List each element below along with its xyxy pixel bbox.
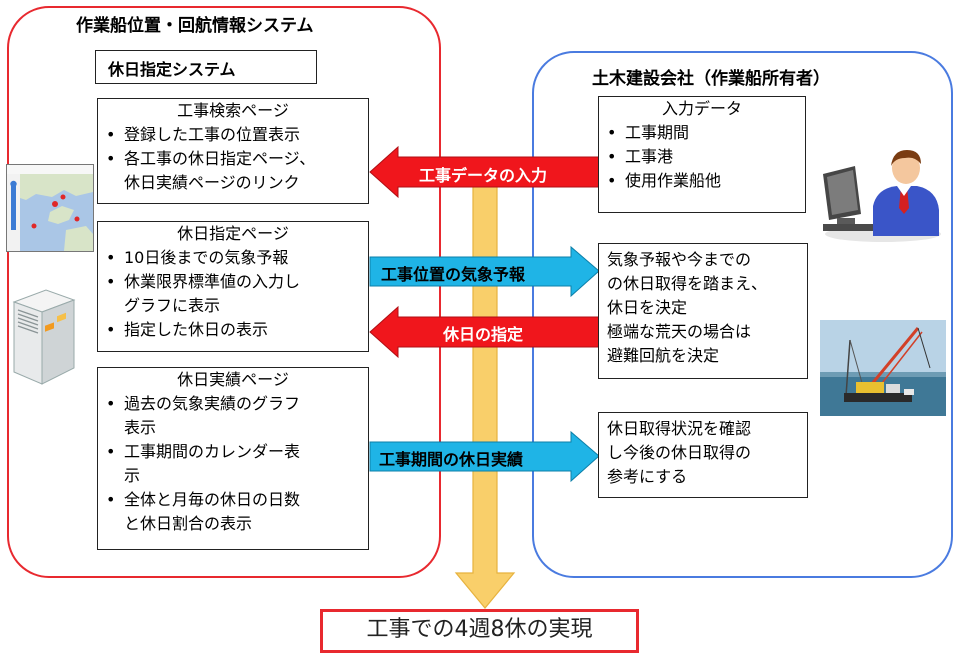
holiday-status-box: 休日取得状況を確認 し今後の休日取得の 参考にする — [598, 412, 808, 498]
result-box: 工事での4週8休の実現 — [320, 609, 639, 653]
list-item: 工事期間 — [599, 121, 805, 145]
holiday-designation-arrow-label: 休日の指定 — [443, 325, 524, 344]
list-item: 工事港 — [599, 145, 805, 169]
holiday-record-page-title: 休日実績ページ — [177, 370, 289, 389]
server-icon — [12, 289, 76, 385]
downward-yellow-arrow — [454, 175, 516, 609]
user-at-computer-icon — [823, 150, 941, 242]
weather-forecast-arrow-label: 工事位置の気象予報 — [381, 265, 526, 284]
holiday-designation-page-title: 休日指定ページ — [177, 224, 289, 243]
holiday-system-title: 休日指定システム — [95, 50, 317, 84]
left-panel-title: 作業船位置・回航情報システム — [76, 16, 314, 36]
right-company-panel — [532, 51, 953, 578]
list-item: 登録した工事の位置表示 — [98, 123, 368, 147]
holiday-record-arrow — [369, 430, 600, 483]
weather-forecast-arrow — [369, 245, 600, 298]
holiday-record-arrow-label: 工事期間の休日実績 — [379, 450, 524, 469]
list-item: 指定した休日の表示 — [98, 318, 368, 342]
right-panel-title: 土木建設会社（作業船所有者） — [592, 69, 830, 89]
list-item: 10日後までの気象予報 — [98, 246, 368, 270]
list-item: 使用作業船他 — [599, 169, 805, 193]
data-input-arrow-label: 工事データの入力 — [419, 166, 548, 185]
project-search-page-box: 工事検索ページ 登録した工事の位置表示 各工事の休日指定ページ、休日実績ページの… — [97, 98, 369, 204]
input-data-box: 入力データ 工事期間 工事港 使用作業船他 — [598, 96, 806, 213]
map-screenshot — [6, 164, 94, 252]
holiday-decision-box: 気象予報や今までの の休日取得を踏まえ、 休日を決定 極端な荒天の場合は 避難回… — [598, 243, 808, 379]
list-item: 各工事の休日指定ページ、休日実績ページのリンク — [98, 147, 368, 195]
input-data-title: 入力データ — [661, 99, 742, 118]
left-system-panel — [7, 6, 441, 578]
project-search-page-title: 工事検索ページ — [177, 101, 289, 120]
work-vessel-photo — [820, 320, 946, 416]
